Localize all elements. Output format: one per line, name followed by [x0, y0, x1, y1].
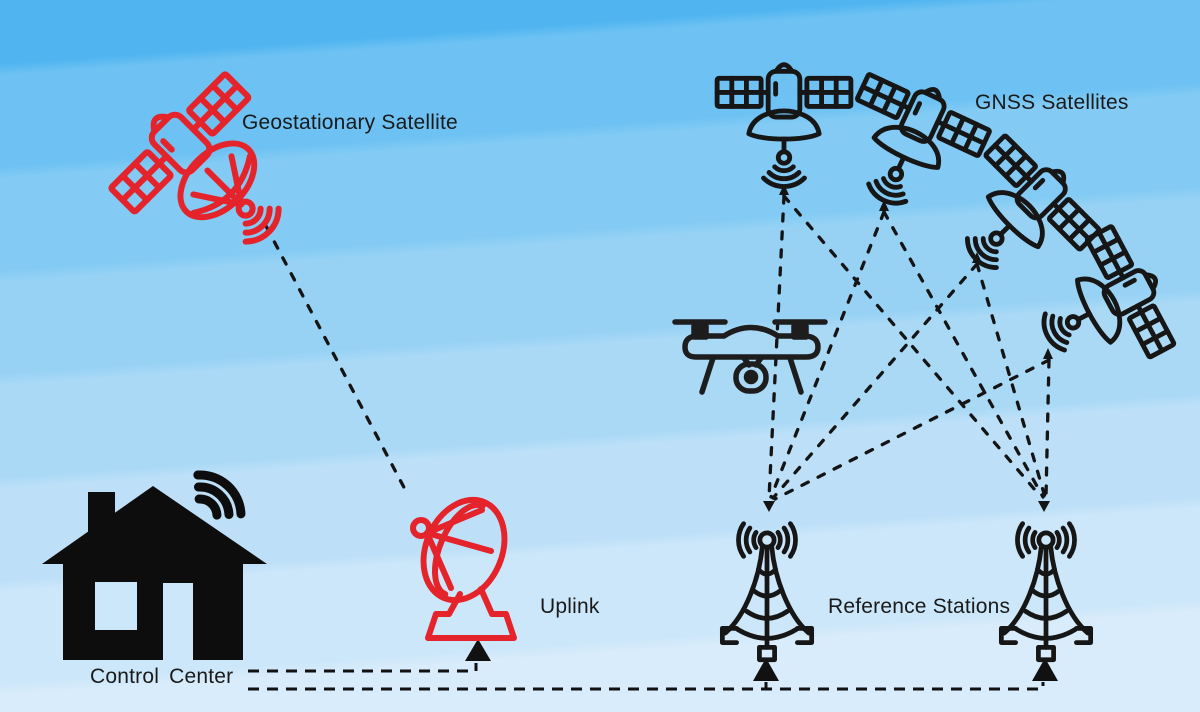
reference-station-group [722, 524, 1090, 660]
up-arrow-icon [1043, 348, 1053, 359]
link-control-stations [248, 682, 1045, 691]
radio-tower-icon-right [1001, 524, 1090, 660]
signal-link-arrowheads [763, 184, 1053, 512]
radio-tower-icon-left [722, 524, 811, 660]
link-gnss2-left-station [769, 210, 886, 499]
camera [733, 361, 769, 394]
up-arrow-icon [879, 200, 889, 211]
house-body [42, 486, 267, 660]
control-center-house-icon [42, 470, 267, 660]
geostationary-satellite-icon [108, 71, 282, 245]
ground-link-arrows [465, 639, 1058, 681]
link-gnss2-right-station [882, 210, 1045, 499]
signal-waves-icon [242, 205, 264, 227]
gnss-satellites-label: GNSS Satellites [975, 91, 1129, 114]
up-arrow-icon [465, 639, 491, 661]
control-ground-links [248, 663, 1045, 691]
landing-legs [699, 355, 804, 395]
wifi-waves-icon [193, 470, 246, 520]
link-gnss3-left-station [771, 262, 979, 500]
drone-icon [672, 319, 828, 395]
link-geo-satellite-uplink [264, 224, 410, 497]
feed-horn [410, 517, 432, 539]
link-gnss1-right-station [782, 194, 1043, 499]
link-gnss4-right-station [1044, 358, 1051, 499]
down-arrow-icon [1038, 501, 1050, 512]
uplink-dish-icon [410, 496, 517, 641]
dish [420, 496, 508, 604]
link-gnss1-left-station [767, 194, 786, 500]
link-control-uplink [248, 663, 478, 673]
gnss-satellite-icon-4 [1016, 220, 1186, 395]
up-arrow-icon [1032, 658, 1058, 681]
drone-body [682, 324, 821, 360]
satellite-body [148, 111, 213, 176]
up-arrow-icon [779, 184, 789, 195]
camera-lens [743, 369, 759, 385]
link-gnss4-left-station [773, 358, 1051, 501]
pedestal [425, 586, 517, 641]
up-arrow-icon [753, 658, 779, 681]
uplink-label: Uplink [540, 595, 600, 618]
reference-stations-label: Reference Stations [828, 595, 1011, 618]
down-arrow-icon [763, 501, 775, 512]
link-gnss3-right-station [975, 262, 1047, 499]
signal-links [264, 194, 1051, 501]
control-center-label: Control Center [90, 665, 234, 688]
geostationary-satellite-label: Geostationary Satellite [242, 111, 458, 134]
gnss-satellite-icon-1 [717, 65, 851, 187]
